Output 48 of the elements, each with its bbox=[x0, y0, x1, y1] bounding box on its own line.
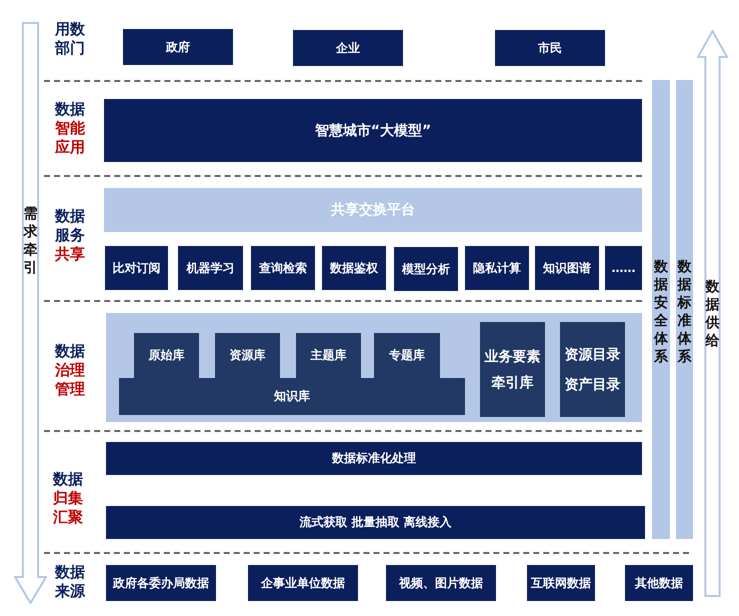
process-box: 政府 bbox=[123, 29, 233, 65]
vertical-label: 数据供给 bbox=[704, 278, 720, 350]
process-box: 企事业单位数据 bbox=[248, 565, 358, 601]
process-box: 互联网数据 bbox=[527, 565, 595, 601]
governance-panel bbox=[106, 313, 642, 422]
process-box: 流式获取 批量抽取 离线接入 bbox=[106, 506, 645, 539]
vertical-label: 需求牵引 bbox=[22, 205, 38, 277]
layer-label: 用数部门 bbox=[54, 20, 86, 58]
system-bar bbox=[652, 80, 670, 539]
process-box: 智慧城市“大模型” bbox=[104, 99, 642, 162]
platform-bar: 共享交换平台 bbox=[104, 188, 642, 232]
layer-label: 共享 bbox=[54, 245, 86, 264]
layer-label: 数据 bbox=[52, 470, 84, 489]
layer-label: 治理管理 bbox=[54, 361, 86, 399]
database-box: 原始库 bbox=[134, 333, 199, 378]
process-box: 隐私计算 bbox=[465, 246, 529, 290]
up-arrow bbox=[697, 30, 728, 597]
process-box: 数据标准化处理 bbox=[106, 442, 642, 475]
box-label: 资源目录 bbox=[564, 346, 620, 364]
process-box: 知识图谱 bbox=[535, 246, 599, 290]
database-box: 资源库 bbox=[215, 333, 280, 378]
process-box: 比对订阅 bbox=[105, 246, 168, 290]
database-box: 知识库 bbox=[119, 378, 465, 415]
layer-label: 数据服务 bbox=[54, 207, 86, 245]
layer-label: 数据来源 bbox=[54, 563, 86, 601]
process-box: 机器学习 bbox=[178, 246, 243, 290]
process-box: 企业 bbox=[293, 30, 403, 66]
process-box: 视频、图片数据 bbox=[386, 565, 496, 601]
process-box: 查询检索 bbox=[251, 246, 315, 290]
layer-label: 数据 bbox=[54, 342, 86, 361]
process-box: 政府各委办局数据 bbox=[106, 565, 216, 601]
process-box: 市民 bbox=[495, 30, 605, 66]
system-bar bbox=[676, 80, 693, 539]
process-box: …… bbox=[605, 246, 642, 290]
vertical-label: 数据安全体系 bbox=[653, 258, 669, 366]
layer-label: 数据 bbox=[54, 100, 86, 119]
down-arrow bbox=[14, 22, 47, 604]
catalog-box bbox=[560, 322, 625, 417]
database-box: 主题库 bbox=[296, 333, 361, 378]
database-box: 专题库 bbox=[374, 333, 440, 378]
process-box: 数据鉴权 bbox=[322, 246, 386, 290]
process-box: 模型分析 bbox=[394, 247, 458, 291]
layer-label: 归集汇聚 bbox=[52, 489, 84, 527]
layer-label: 智能应用 bbox=[54, 119, 86, 157]
process-box: 其他数据 bbox=[625, 565, 693, 601]
database-box: 业务要素牵引库 bbox=[480, 322, 545, 417]
box-label: 资产目录 bbox=[564, 376, 620, 394]
vertical-label: 数据标准体系 bbox=[676, 258, 692, 366]
